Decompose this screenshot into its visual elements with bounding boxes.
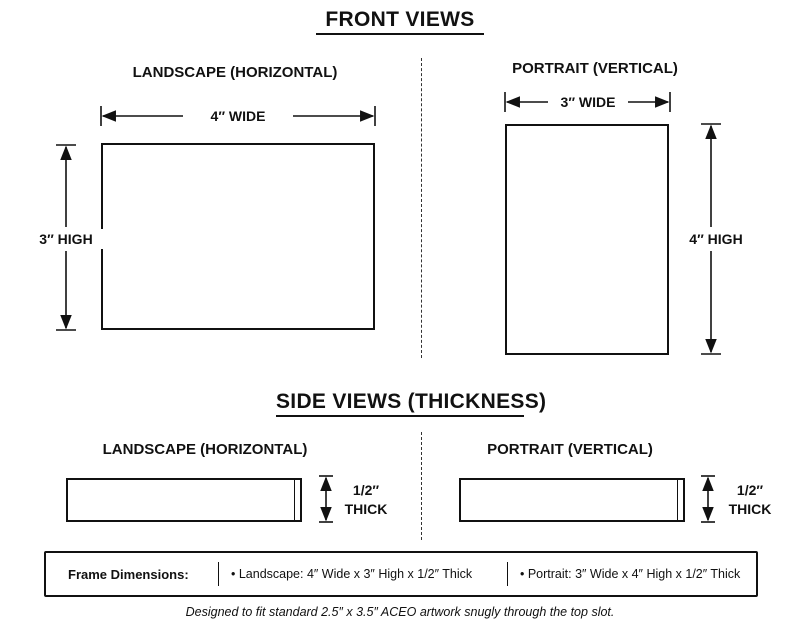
side-landscape-thickness-word: THICK: [344, 501, 388, 517]
front-landscape-label: LANDSCAPE (HORIZONTAL): [132, 64, 338, 81]
side-views-title: SIDE VIEWS (THICKNESS): [276, 390, 546, 417]
frame-dimensions-box: Frame Dimensions: • Landscape: 4″ Wide x…: [44, 551, 758, 597]
legend-separator: [218, 562, 219, 586]
footer-note: Designed to fit standard 2.5″ x 3.5″ ACE…: [185, 605, 615, 619]
side-landscape-thickness: 1/2″ THICK: [336, 481, 396, 519]
front-portrait-frame: [505, 124, 669, 355]
side-landscape-edge: [294, 480, 295, 520]
frame-dimensions-title: Frame Dimensions:: [68, 566, 189, 582]
front-views-title: FRONT VIEWS: [316, 8, 484, 35]
portrait-width-label: 3″ WIDE: [548, 92, 628, 112]
side-views-divider: [421, 432, 422, 540]
side-portrait-frame: [459, 478, 685, 522]
landscape-width-label: 4″ WIDE: [183, 106, 293, 126]
portrait-height-label: 4″ HIGH: [681, 229, 751, 249]
legend-landscape: • Landscape: 4″ Wide x 3″ High x 1/2″ Th…: [231, 567, 473, 581]
landscape-height-label: 3″ HIGH: [26, 229, 106, 249]
legend-separator: [507, 562, 508, 586]
side-portrait-thickness-value: 1/2″: [736, 482, 764, 498]
front-portrait-label: PORTRAIT (VERTICAL): [512, 60, 678, 77]
side-portrait-thickness: 1/2″ THICK: [720, 481, 780, 519]
legend-portrait: • Portrait: 3″ Wide x 4″ High x 1/2″ Thi…: [520, 567, 741, 581]
front-views-divider: [421, 58, 422, 358]
side-landscape-thickness-value: 1/2″: [352, 482, 380, 498]
side-landscape-label: LANDSCAPE (HORIZONTAL): [102, 441, 308, 458]
side-portrait-edge: [677, 480, 678, 520]
side-portrait-label: PORTRAIT (VERTICAL): [487, 441, 653, 458]
side-portrait-thickness-word: THICK: [728, 501, 772, 517]
front-landscape-frame: [101, 143, 375, 330]
side-landscape-frame: [66, 478, 302, 522]
